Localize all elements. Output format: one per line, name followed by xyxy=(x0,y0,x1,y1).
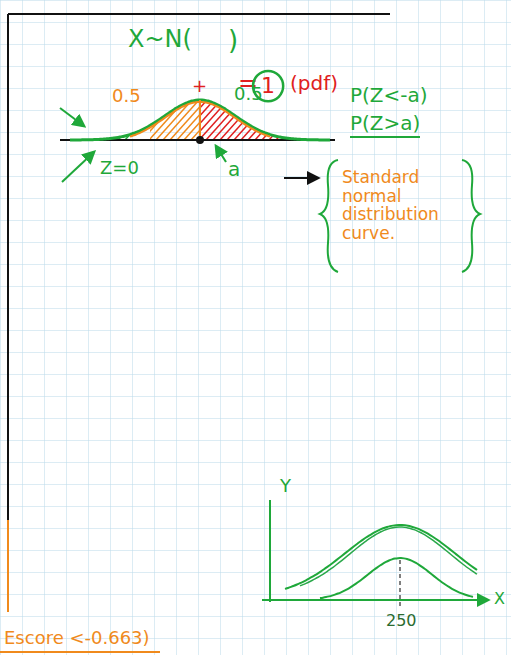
pdf-note: (pdf) xyxy=(290,72,338,94)
frame-line xyxy=(7,14,9,520)
area-value: 0.5 xyxy=(112,86,141,106)
axis-value: Z=0 xyxy=(100,158,139,178)
peak-mark: + xyxy=(192,76,207,96)
zscore-note: Escore <-0.663) xyxy=(4,628,150,648)
axis-label: Y xyxy=(280,476,291,496)
pointer-arrow xyxy=(284,177,318,179)
bracket-text: ) xyxy=(228,26,238,55)
bell-curve xyxy=(20,90,342,140)
y-axis xyxy=(269,500,271,602)
underline xyxy=(0,651,160,653)
frame-line xyxy=(7,520,9,612)
shading xyxy=(150,90,200,140)
circled-value: 1 xyxy=(251,69,285,103)
pointer-arrow xyxy=(60,108,84,126)
x-axis xyxy=(262,599,488,601)
curve-name: Standard normal distribution curve. xyxy=(342,168,460,243)
probability-expression: P(Z>a) xyxy=(350,112,420,134)
value-text: 1 xyxy=(261,74,275,98)
frame-line xyxy=(8,13,390,15)
axis-label: X xyxy=(494,590,505,608)
pointer-arrow xyxy=(62,152,94,182)
probability-expression: P(Z<-a) xyxy=(350,84,428,106)
underline xyxy=(350,136,420,138)
axis-value: a xyxy=(228,158,240,180)
distribution-notation: X~N( xyxy=(128,26,192,52)
bell-curves xyxy=(285,525,477,598)
mean-line xyxy=(399,560,401,608)
pointer-arrow xyxy=(216,146,226,162)
axis-value: 250 xyxy=(386,612,417,630)
mean-dot xyxy=(196,136,204,144)
brace xyxy=(320,160,338,272)
brace xyxy=(462,160,480,272)
